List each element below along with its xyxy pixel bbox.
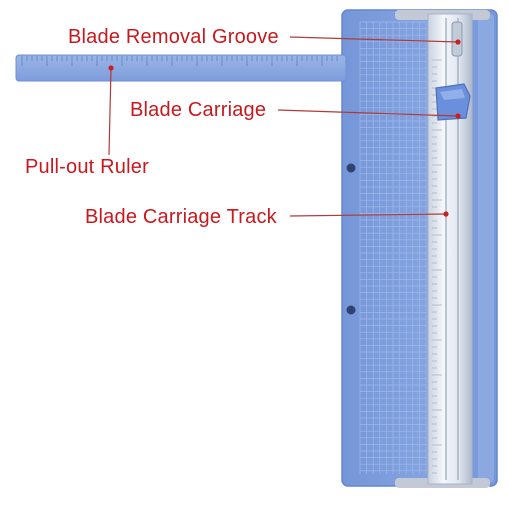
label-blade-carriage-track: Blade Carriage Track: [85, 206, 277, 228]
blade-carriage: [435, 83, 471, 121]
callout-line-blade-removal-groove: [289, 36, 459, 43]
callout-dot-blade-carriage-track: [443, 211, 449, 217]
blade-removal-groove-slot: [451, 21, 463, 57]
base-right-lip: [478, 14, 494, 482]
binder-hole-bottom: [346, 305, 356, 315]
pull-out-ruler: [15, 54, 347, 82]
label-pull-out-ruler: Pull-out Ruler: [25, 156, 149, 178]
callout-lines: [108, 36, 461, 217]
callout-dot-blade-removal-groove: [455, 39, 461, 45]
callout-line-blade-carriage: [277, 109, 459, 117]
label-blade-carriage: Blade Carriage: [130, 99, 267, 121]
callout-line-pull-out-ruler: [108, 67, 112, 156]
trimmer-base: [341, 9, 498, 488]
callout-dot-blade-carriage: [455, 113, 461, 119]
ruler-tick-marks: [21, 56, 338, 66]
binder-hole-top: [346, 163, 356, 173]
blade-carriage-track: [427, 13, 473, 485]
measurement-grid: [359, 21, 427, 474]
callout-dot-pull-out-ruler: [108, 65, 114, 71]
blade-carriage-highlight: [440, 89, 465, 100]
callout-line-blade-carriage-track: [289, 213, 447, 217]
blade-carriage-body: [435, 83, 471, 121]
label-blade-removal-groove: Blade Removal Groove: [68, 26, 279, 48]
pull-out-ruler-body: [15, 54, 347, 82]
